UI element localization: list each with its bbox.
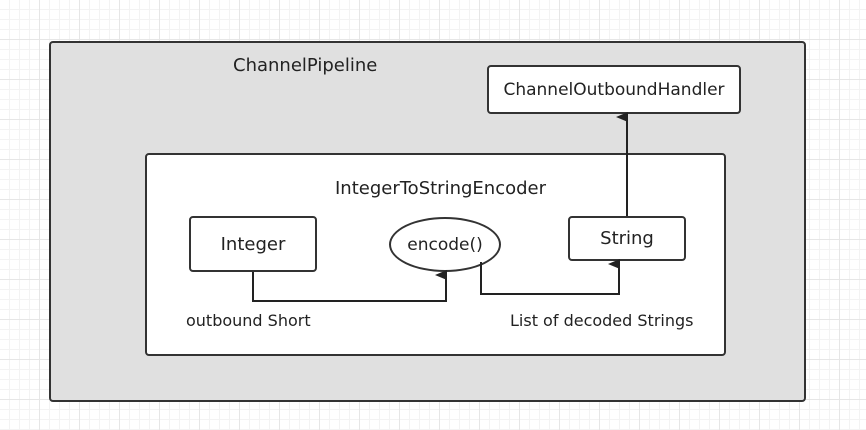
pipeline-title: ChannelPipeline: [233, 55, 378, 76]
integer-caption: outbound Short: [186, 311, 311, 330]
integer-node: Integer: [189, 216, 317, 272]
encode-method-node: encode(): [389, 217, 501, 272]
string-node: String: [568, 216, 686, 261]
string-caption: List of decoded Strings: [510, 311, 694, 330]
channel-outbound-handler-node: ChannelOutboundHandler: [487, 65, 741, 114]
encoder-title: IntegerToStringEncoder: [335, 178, 547, 199]
